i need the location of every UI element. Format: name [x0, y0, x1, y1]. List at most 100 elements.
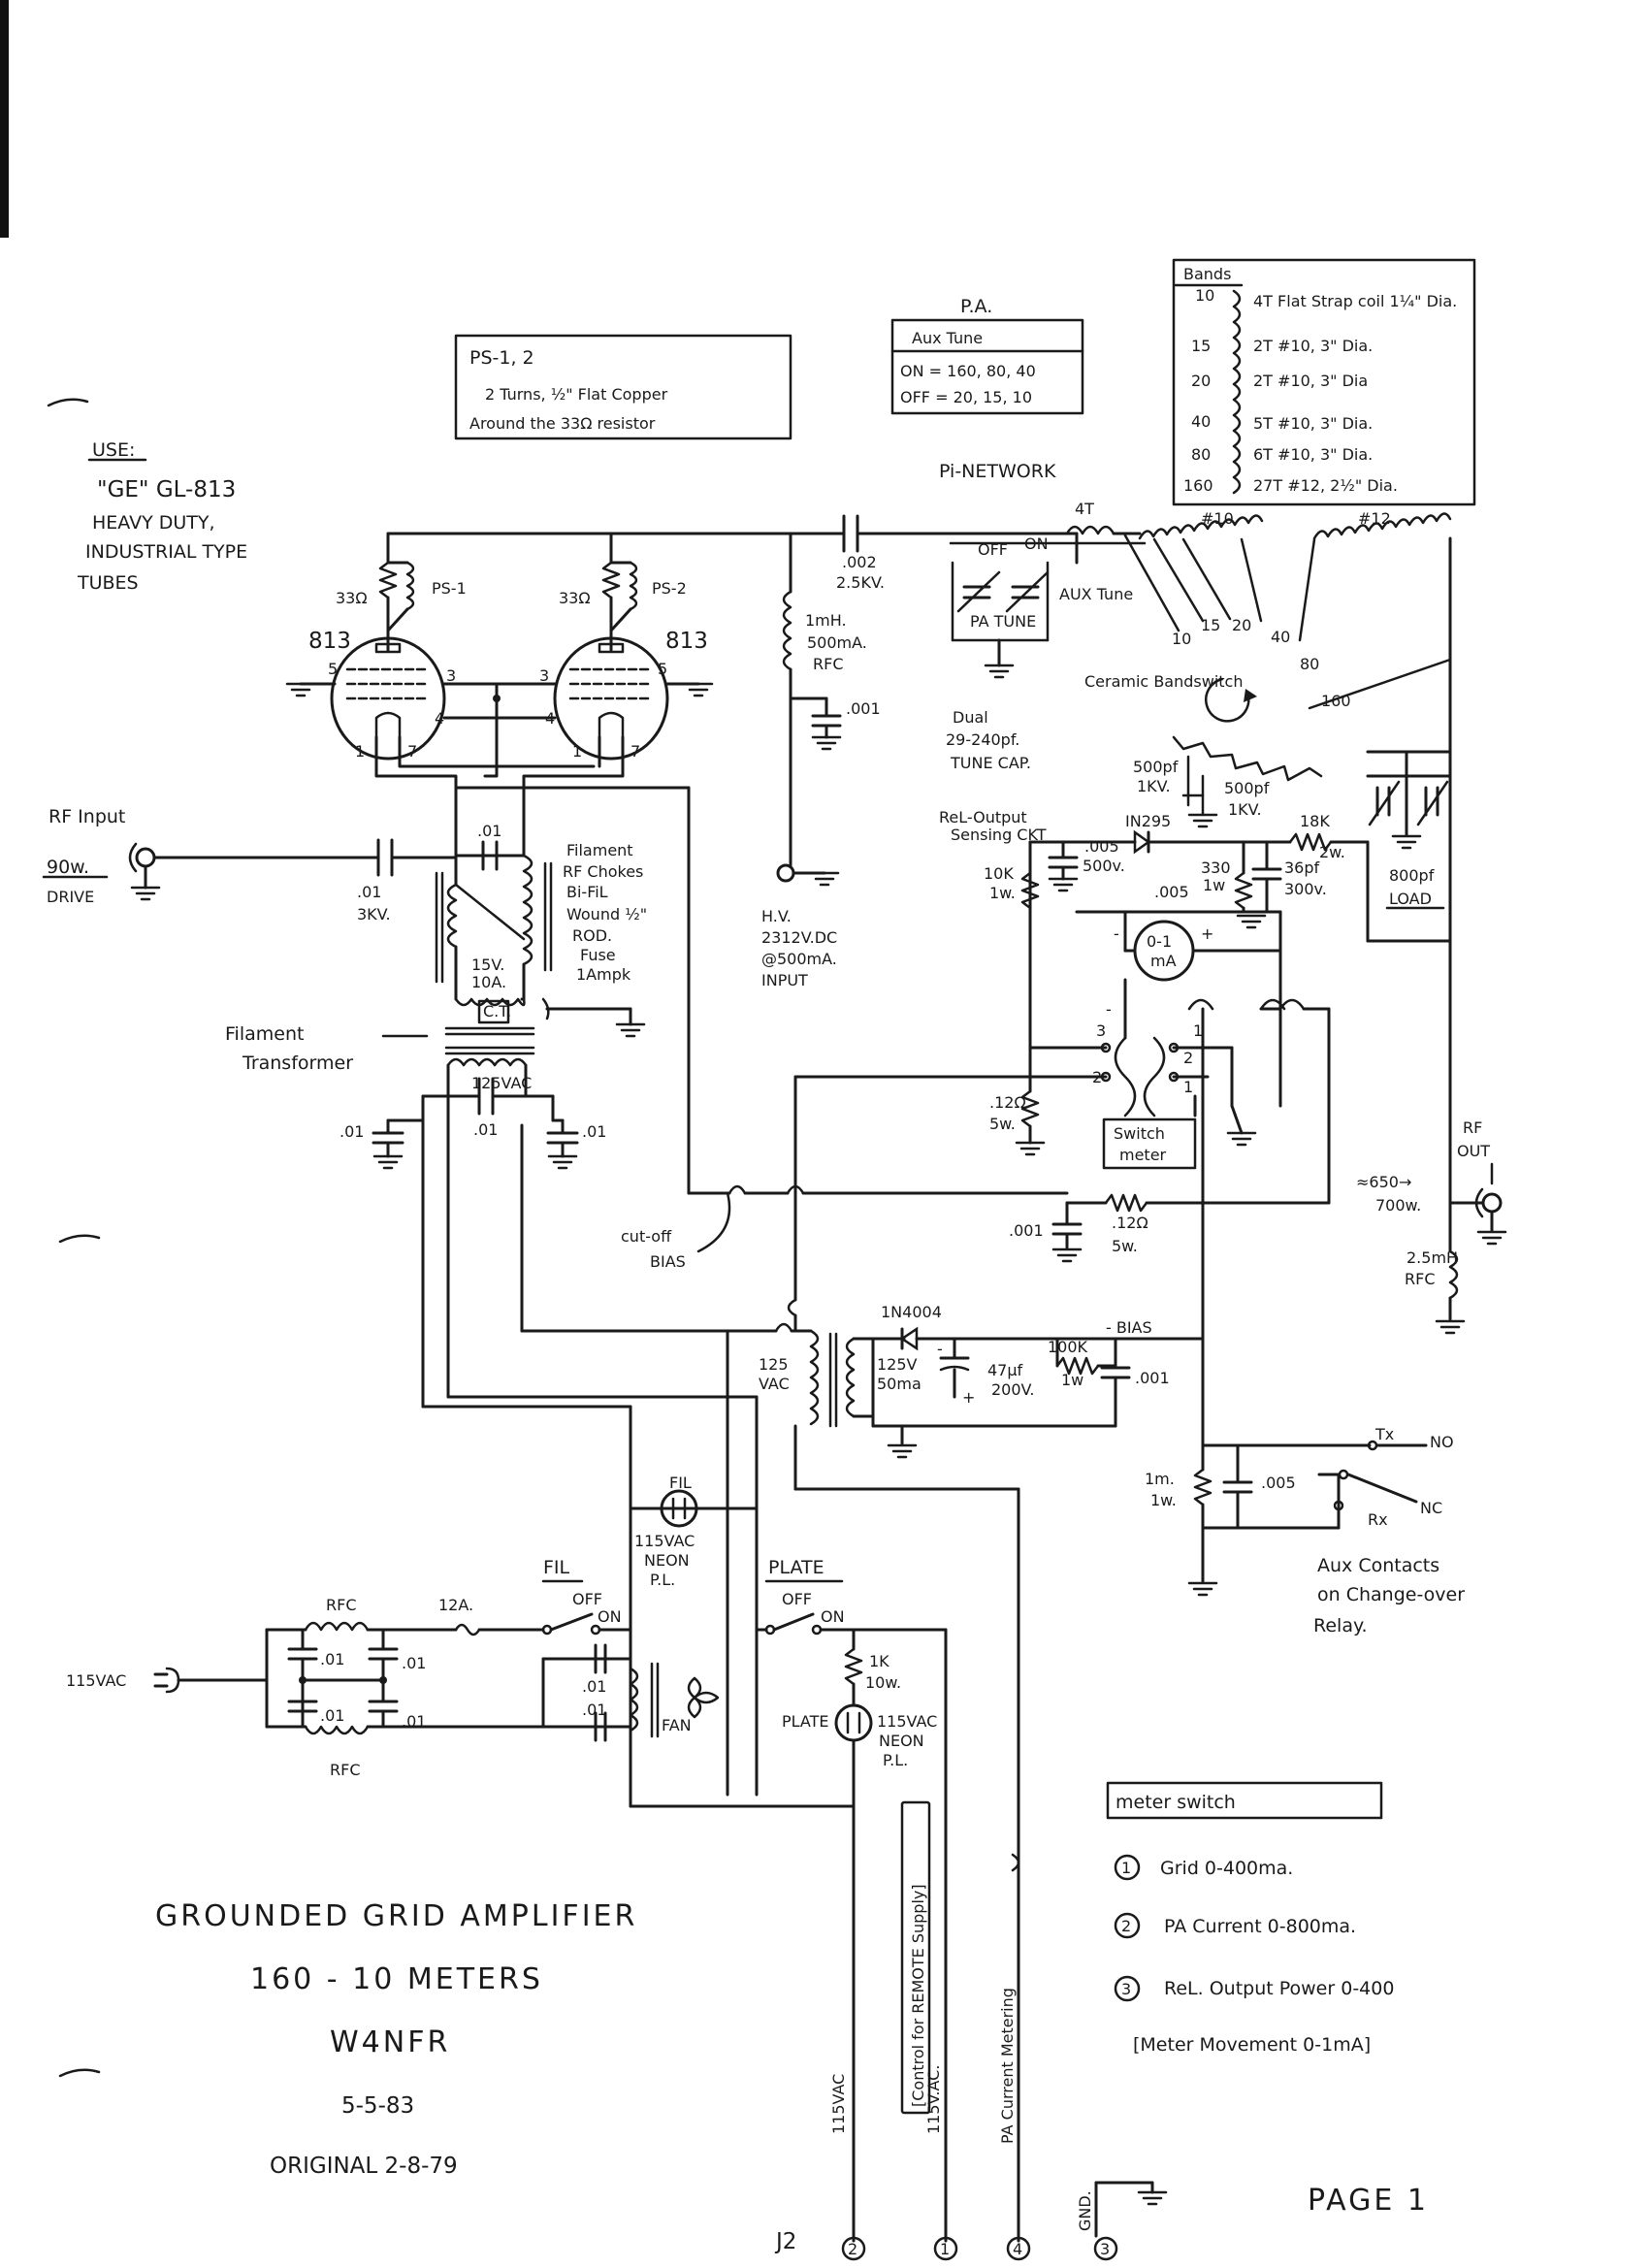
meter-switch-assembly: - 3 2 2 1 1 Switch meter .12Ω 5w. .12Ω: [793, 978, 1331, 1263]
svg-text:Around the 33Ω resistor: Around the 33Ω resistor: [469, 414, 656, 433]
svg-text:500pf: 500pf: [1133, 758, 1179, 776]
svg-text:IN295: IN295: [1125, 812, 1171, 830]
svg-text:NEON: NEON: [879, 1732, 924, 1750]
svg-text:2.5mH: 2.5mH: [1406, 1248, 1458, 1267]
svg-text:Transformer: Transformer: [242, 1053, 353, 1074]
svg-text:-: -: [937, 1340, 943, 1358]
svg-text:1w: 1w: [1061, 1371, 1083, 1389]
svg-text:4: 4: [435, 709, 444, 728]
svg-text:Switch: Switch: [1114, 1124, 1165, 1143]
tube-right-813: 33Ω PS-2 813 5 3 4 1 7: [539, 561, 714, 761]
svg-text:1: 1: [1121, 1859, 1131, 1877]
svg-text:P.A.: P.A.: [960, 296, 992, 317]
svg-text:.01: .01: [402, 1712, 426, 1731]
svg-text:ON: ON: [598, 1607, 622, 1626]
rel-output-sensing: ReL-Output Sensing CKT IN295 10K 1w. .00…: [939, 658, 1452, 1205]
svg-text:RFC: RFC: [1405, 1270, 1436, 1288]
j2-connector: J2 2 1 4 GND. 3: [774, 2181, 1168, 2261]
svg-text:.005: .005: [1084, 837, 1119, 856]
svg-text:PA TUNE: PA TUNE: [970, 612, 1036, 631]
svg-text:33Ω: 33Ω: [559, 589, 591, 607]
svg-text:.001: .001: [846, 699, 881, 718]
svg-text:5: 5: [658, 660, 667, 678]
svg-text:2.5KV.: 2.5KV.: [836, 573, 885, 592]
svg-text:GND.: GND.: [1076, 2190, 1094, 2231]
svg-text:FAN: FAN: [662, 1716, 692, 1734]
svg-text:meter: meter: [1119, 1146, 1167, 1164]
svg-text:meter switch: meter switch: [1116, 1792, 1236, 1813]
svg-text:10K: 10K: [984, 864, 1014, 883]
svg-text:2T #10, 3" Dia: 2T #10, 3" Dia: [1253, 372, 1368, 390]
svg-text:Relay.: Relay.: [1313, 1615, 1368, 1636]
rf-output-connector: RF OUT ≈650→ 700w. 2.5mH RFC: [1356, 1118, 1507, 1335]
svg-text:P.L.: P.L.: [883, 1751, 908, 1769]
svg-text:-: -: [1106, 1000, 1112, 1019]
svg-text:OFF: OFF: [978, 540, 1008, 559]
svg-text:Tx: Tx: [1374, 1425, 1394, 1443]
svg-text:- BIAS: - BIAS: [1106, 1318, 1152, 1337]
svg-text:≈650→: ≈650→: [1356, 1173, 1411, 1191]
svg-text:40: 40: [1271, 628, 1290, 646]
page-number: PAGE 1: [1308, 2184, 1429, 2218]
svg-text:RFC: RFC: [330, 1761, 361, 1779]
svg-text:.005: .005: [1261, 1474, 1296, 1492]
svg-text:OFF = 20, 15, 10: OFF = 20, 15, 10: [900, 388, 1032, 406]
svg-text:100K: 100K: [1048, 1338, 1088, 1356]
svg-text:.01: .01: [477, 822, 501, 840]
svg-text:.01: .01: [582, 1701, 606, 1719]
svg-text:125VAC: 125VAC: [471, 1074, 532, 1092]
svg-text:C.T.: C.T.: [483, 1002, 511, 1021]
svg-text:J2: J2: [774, 2229, 796, 2254]
svg-text:.01: .01: [402, 1654, 426, 1672]
svg-text:Pi-NETWORK: Pi-NETWORK: [939, 461, 1056, 482]
ps-note-box: PS-1, 2 2 Turns, ½" Flat Copper Around t…: [454, 334, 792, 440]
plate-bus: .002 2.5KV.: [386, 514, 1079, 592]
svg-text:0-1: 0-1: [1147, 932, 1172, 951]
svg-text:PA Current Metering: PA Current Metering: [998, 1988, 1017, 2144]
svg-text:NC: NC: [1420, 1499, 1442, 1517]
svg-text:Ceramic Bandswitch: Ceramic Bandswitch: [1084, 672, 1243, 691]
svg-text:RFC: RFC: [326, 1596, 357, 1614]
svg-text:1: 1: [940, 2240, 950, 2258]
svg-text:1: 1: [572, 742, 582, 761]
scan-margin-marks: [47, 398, 101, 2078]
svg-text:2: 2: [1183, 1049, 1193, 1067]
filament-transformer: C.T. Filament Transformer 125VAC .01 .01: [225, 997, 646, 1409]
svg-text:.002: .002: [842, 553, 877, 571]
svg-text:115VAC: 115VAC: [66, 1671, 126, 1690]
svg-text:5: 5: [328, 660, 338, 678]
svg-text:80: 80: [1191, 445, 1211, 464]
bands-coil-table: Bands 10 4T Flat Strap coil 1¼" Dia. 15 …: [1172, 258, 1476, 506]
svg-text:50ma: 50ma: [877, 1375, 922, 1393]
svg-text:115V.AC.: 115V.AC.: [924, 2065, 943, 2134]
svg-text:W4NFR: W4NFR: [330, 2025, 450, 2059]
meter-switch-legend: meter switch 1 Grid 0-400ma. 2 PA Curren…: [1106, 1781, 1394, 2056]
svg-text:AUX Tune: AUX Tune: [1059, 585, 1133, 603]
svg-text:"GE" GL-813: "GE" GL-813: [97, 477, 236, 502]
svg-text:800pf: 800pf: [1389, 866, 1435, 885]
svg-text:PS-1, 2: PS-1, 2: [469, 347, 534, 369]
svg-text:160: 160: [1321, 692, 1351, 710]
svg-text:PS-2: PS-2: [652, 579, 687, 598]
svg-text:500v.: 500v.: [1083, 857, 1125, 875]
svg-text:18K: 18K: [1300, 812, 1330, 830]
svg-text:ON: ON: [821, 1607, 845, 1626]
svg-text:OFF: OFF: [782, 1590, 812, 1608]
svg-text:160 - 10 METERS: 160 - 10 METERS: [250, 1962, 543, 1996]
svg-text:125V: 125V: [877, 1355, 918, 1374]
svg-text:[Control for REMOTE Supply]: [Control for REMOTE Supply]: [909, 1884, 927, 2107]
svg-text:115VAC: 115VAC: [877, 1712, 937, 1731]
svg-text:20: 20: [1232, 616, 1251, 634]
svg-text:Sensing CKT: Sensing CKT: [951, 826, 1047, 844]
svg-text:INPUT: INPUT: [761, 971, 808, 989]
svg-text:3: 3: [1100, 2240, 1110, 2258]
svg-text:10w.: 10w.: [865, 1673, 901, 1692]
svg-text:TUBES: TUBES: [77, 572, 139, 594]
svg-text:.01: .01: [320, 1706, 344, 1725]
svg-text:3: 3: [539, 666, 549, 685]
svg-text:ORIGINAL 2-8-79: ORIGINAL 2-8-79: [270, 2154, 458, 2179]
svg-text:Filament: Filament: [566, 841, 633, 859]
svg-text:.01: .01: [582, 1122, 606, 1141]
svg-text:Fuse: Fuse: [580, 946, 616, 964]
